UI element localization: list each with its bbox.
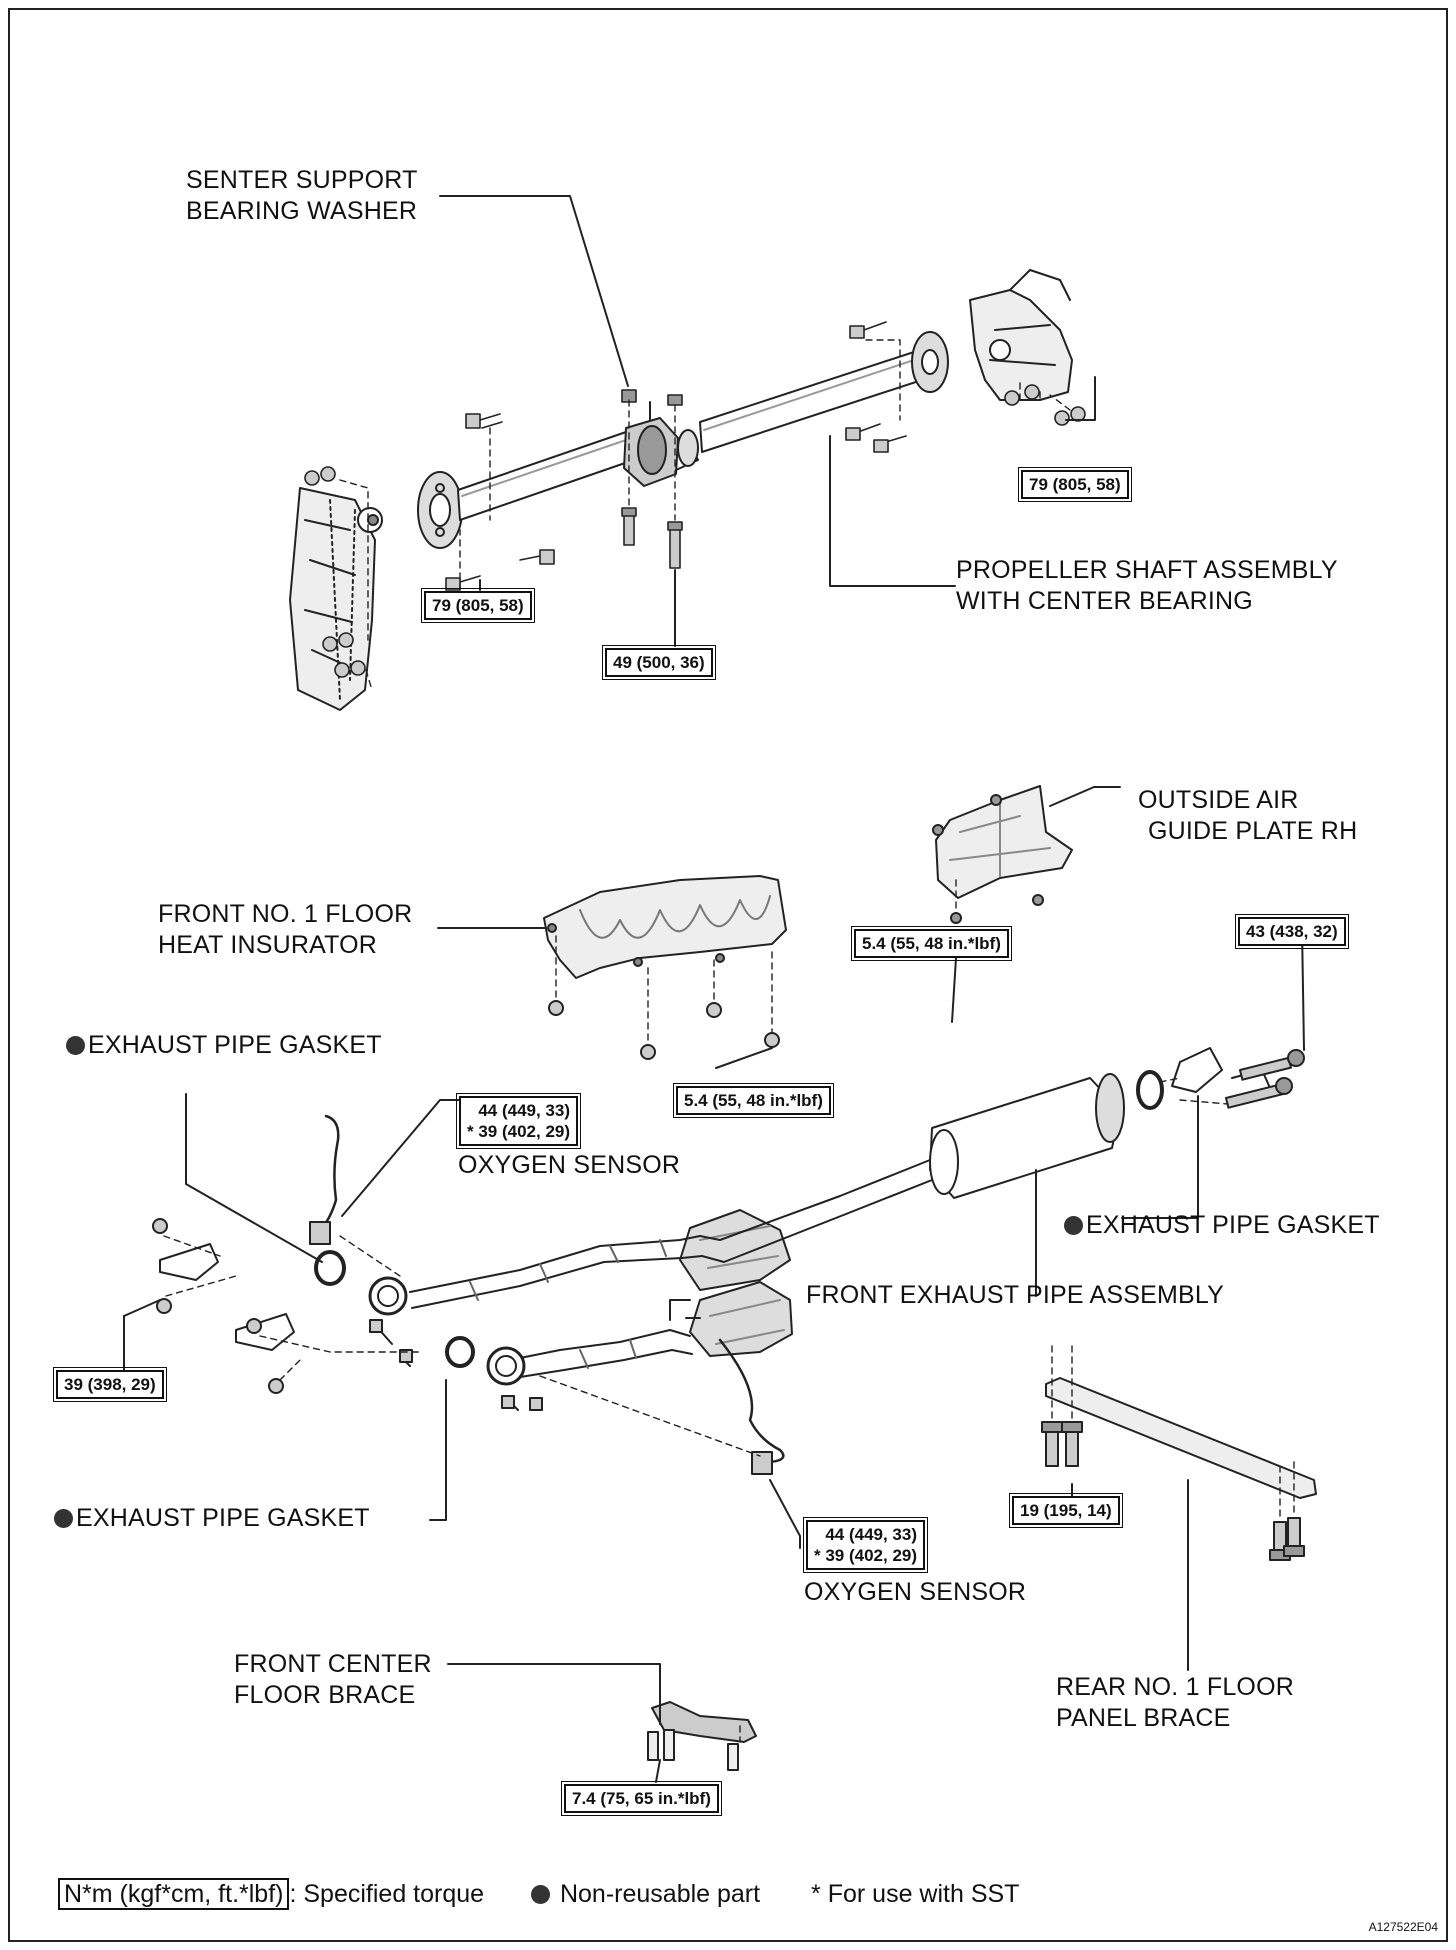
torque-air-guide: 5.4 (55, 48 in.*lbf): [851, 926, 1012, 961]
torque-front-flange: 79 (805, 58): [421, 588, 535, 623]
front-exhaust-pipe-assembly: [368, 1073, 1125, 1386]
propeller-dash-lines: [339, 339, 1071, 691]
figure-id: A127522E04: [1368, 1920, 1438, 1934]
label-exhaust-gasket-right: EXHAUST PIPE GASKET: [1064, 1210, 1380, 1241]
legend-torque-text: : Specified torque: [289, 1880, 485, 1908]
filled-circle-icon: [1064, 1216, 1083, 1235]
rear-flange-bolts: [1171, 1047, 1305, 1109]
label-front-exhaust-pipe: FRONT EXHAUST PIPE ASSEMBLY: [806, 1281, 1225, 1309]
brace-dash-lines: [739, 1345, 1295, 1743]
transmission-housing: [289, 487, 383, 711]
filled-circle-icon: [531, 1885, 551, 1904]
rear-floor-panel-brace: [1041, 1377, 1317, 1561]
torque-rear-flange: 79 (805, 58): [1018, 467, 1132, 502]
filled-circle-icon: [54, 1509, 73, 1528]
insulator-dash-lines: [555, 879, 957, 1045]
torque-heat-insulator: 5.4 (55, 48 in.*lbf): [673, 1083, 834, 1118]
label-exhaust-gasket-lower: EXHAUST PIPE GASKET: [54, 1503, 370, 1534]
propeller-shaft: [417, 331, 949, 549]
diagram-frame: [8, 8, 1448, 1942]
legend-nonreusable: Non-reusable part: [531, 1880, 760, 1908]
outside-air-guide-plate: [932, 785, 1073, 924]
differential-housing: [969, 269, 1073, 401]
torque-oxygen-sensor-upper: 44 (449, 33)* 39 (402, 29): [455, 1093, 582, 1149]
manifold-studs-and-nuts: [152, 1218, 543, 1411]
label-oxygen-sensor-lower: OXYGEN SENSOR: [804, 1578, 1027, 1606]
torque-manifold-nut: 39 (398, 29): [53, 1367, 167, 1402]
torque-oxygen-sensor-lower: 44 (449, 33)* 39 (402, 29): [802, 1517, 929, 1573]
filled-circle-icon: [66, 1036, 85, 1055]
legend-torque-box: N*m (kgf*cm, ft.*lbf): [58, 1878, 290, 1910]
label-oxygen-sensor-upper: OXYGEN SENSOR: [458, 1151, 681, 1179]
torque-center-bearing: 49 (500, 36): [602, 645, 716, 680]
exhaust-gaskets: [314, 1070, 1164, 1368]
exhaust-dash-lines: [163, 1077, 1229, 1457]
legend-sst: * For use with SST: [811, 1880, 1020, 1908]
label-exhaust-gasket-upper: EXHAUST PIPE GASKET: [66, 1030, 382, 1061]
front-floor-heat-insulator: [543, 875, 787, 1060]
leader-lines: [123, 195, 1305, 1783]
front-center-floor-brace: [647, 1701, 757, 1771]
oxygen-sensors: [309, 1114, 785, 1475]
legend: N*m (kgf*cm, ft.*lbf): Specified torque …: [58, 1878, 1020, 1910]
propeller-bolts-and-nuts: [304, 321, 1086, 678]
torque-rear-brace: 19 (195, 14): [1009, 1493, 1123, 1528]
torque-rear-bolt: 43 (438, 32): [1235, 914, 1349, 949]
torque-center-brace: 7.4 (75, 65 in.*lbf): [561, 1781, 722, 1816]
